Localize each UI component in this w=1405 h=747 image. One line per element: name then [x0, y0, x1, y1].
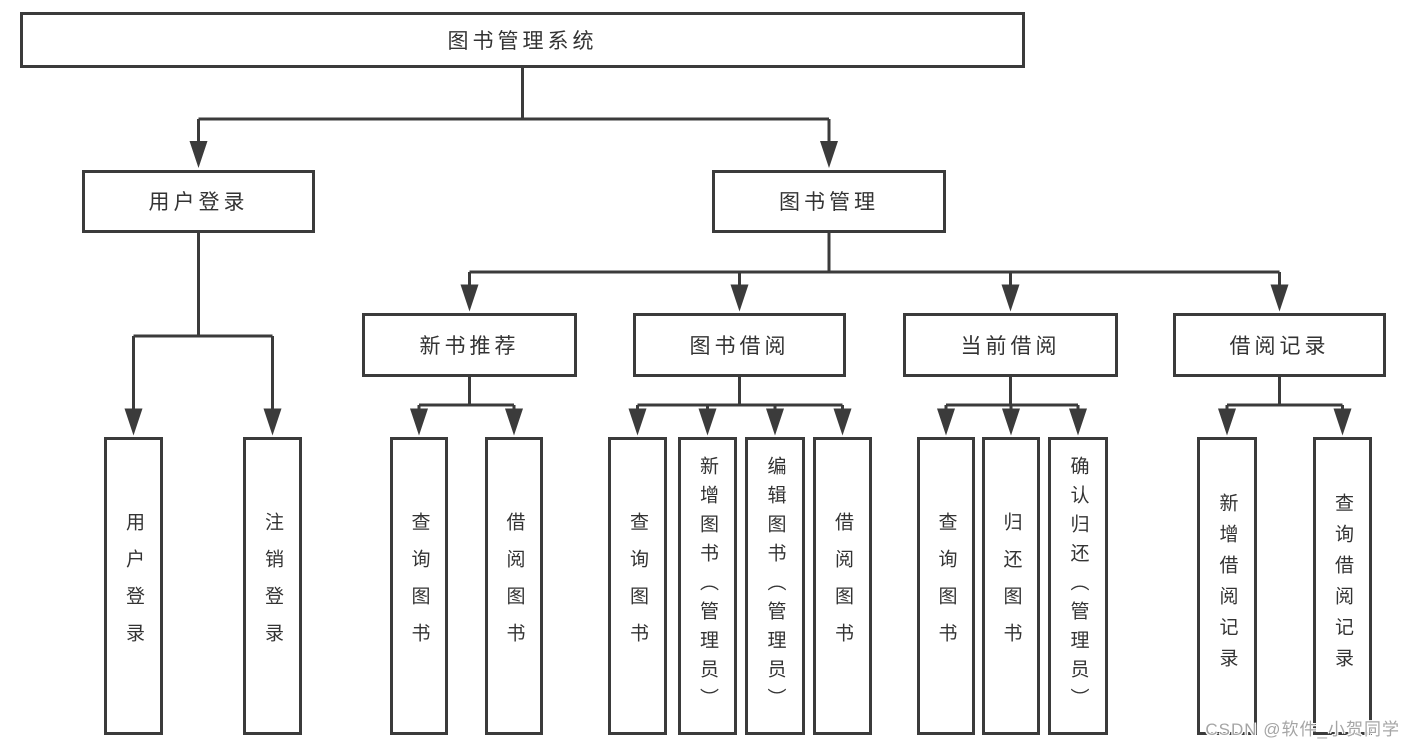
leaf-user-login: 用户登录: [104, 437, 163, 735]
node-borrowing-records: 借阅记录: [1173, 313, 1386, 377]
node-book-borrowing: 图书借阅: [633, 313, 846, 377]
leaf-borrow-books-borrowing: 借阅图书: [813, 437, 872, 735]
leaf-borrow-books-recommend: 借阅图书: [485, 437, 543, 735]
leaf-logout: 注销登录: [243, 437, 302, 735]
leaf-add-books-admin: 新增图书（管理员）: [678, 437, 737, 735]
leaf-edit-books-admin: 编辑图书（管理员）: [745, 437, 805, 735]
node-book-management: 图书管理: [712, 170, 946, 233]
leaf-query-books-recommend: 查询图书: [390, 437, 448, 735]
leaf-add-borrow-record: 新增借阅记录: [1197, 437, 1257, 735]
csdn-watermark: CSDN @软件_小贺同学: [1205, 720, 1400, 739]
leaf-confirm-return-admin: 确认归还（管理员）: [1048, 437, 1108, 735]
node-user-login: 用户登录: [82, 170, 315, 233]
leaf-query-books-borrowing: 查询图书: [608, 437, 667, 735]
leaf-query-borrow-record: 查询借阅记录: [1313, 437, 1372, 735]
node-root-library-management-system: 图书管理系统: [20, 12, 1025, 68]
leaf-query-books-current: 查询图书: [917, 437, 975, 735]
node-current-borrowing: 当前借阅: [903, 313, 1118, 377]
leaf-return-books: 归还图书: [982, 437, 1040, 735]
arrowheads: [124, 141, 1352, 436]
node-new-book-recommendation: 新书推荐: [362, 313, 577, 377]
